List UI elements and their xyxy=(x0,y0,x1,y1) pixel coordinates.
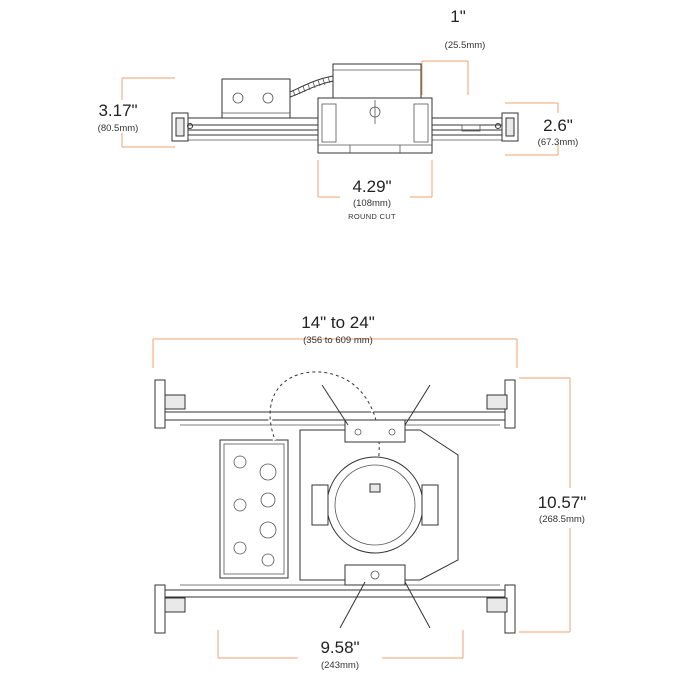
side-view: 1" (25.5mm) 3.17" (80.5mm) 2.6" (67.3mm)… xyxy=(98,7,579,221)
dim-top-width-metric: (25.5mm) xyxy=(445,40,486,51)
top-right-clips xyxy=(486,379,516,634)
side-junction-box xyxy=(221,78,291,126)
dim-right-height-metric: (67.3mm) xyxy=(538,137,579,148)
top-left-clips xyxy=(154,379,186,634)
top-junction-box xyxy=(219,439,289,579)
side-thermal-box xyxy=(332,63,422,99)
dim-depth-metric: (268.5mm) xyxy=(539,514,585,525)
top-aperture-ring xyxy=(326,456,424,554)
side-fixture-drawing xyxy=(171,63,519,154)
dim-cutout-metric: (108mm) xyxy=(353,198,391,209)
dim-left-height-value: 3.17" xyxy=(98,101,137,120)
knockout-icon xyxy=(233,455,247,469)
dim-right-height-value: 2.6" xyxy=(543,116,573,135)
dim-cutout-note: ROUND CUT xyxy=(348,212,396,221)
side-dimension-lines xyxy=(121,60,559,198)
top-fixture-drawing xyxy=(154,369,516,634)
dim-left-height-metric: (80.5mm) xyxy=(98,123,139,134)
dim-cutout-value: 4.29" xyxy=(352,177,391,196)
dim-width-metric: (243mm) xyxy=(321,660,359,671)
dim-bar-span-value: 14" to 24" xyxy=(301,313,375,332)
dim-bar-span-metric: (356 to 609 mm) xyxy=(303,335,373,346)
dim-width-value: 9.58" xyxy=(320,638,359,657)
dim-depth-value: 10.57" xyxy=(538,493,587,512)
dim-top-width-value: 1" xyxy=(450,7,466,26)
top-view: 14" to 24" (356 to 609 mm) 10.57" (268.5… xyxy=(152,313,587,671)
top-dimension-lines xyxy=(152,338,571,659)
